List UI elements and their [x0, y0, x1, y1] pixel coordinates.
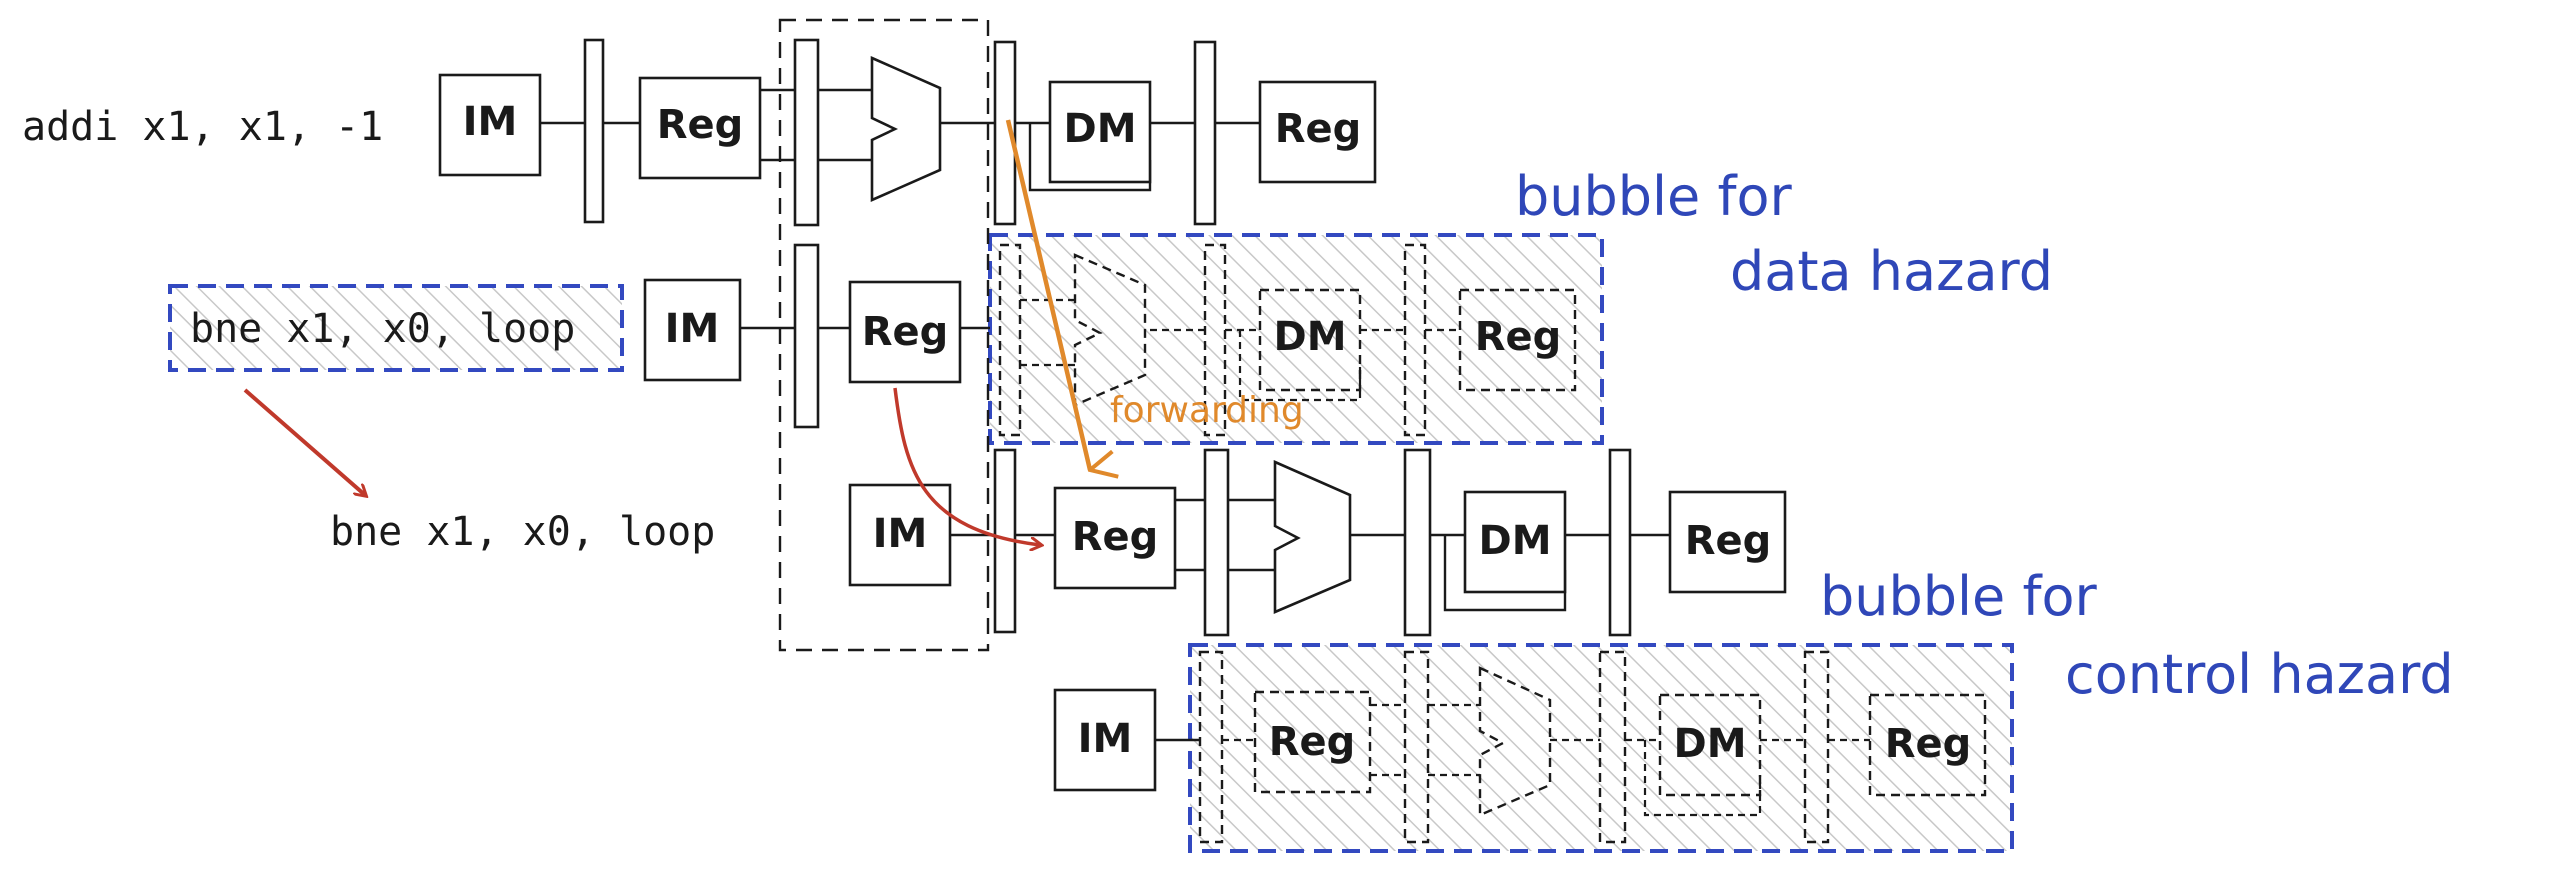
row2-bubble-reg	[1458, 288, 1577, 392]
row2-bubble-dm-label: DM	[1273, 314, 1346, 360]
row2-bubble-alu	[1073, 253, 1147, 407]
row1-im	[438, 73, 542, 177]
row3-im	[848, 483, 952, 587]
row2-reg-read	[848, 280, 962, 384]
row3-reg-label: Reg	[1072, 514, 1159, 560]
row4-bubble-latch-2	[1403, 650, 1430, 844]
forwarding-arrow	[1005, 119, 1090, 470]
row4-bubble-reg-write	[1868, 693, 1987, 797]
row3-dm	[1463, 490, 1567, 594]
data-hazard-bubble-area	[988, 233, 1604, 445]
row4-bubble-latch-4	[1803, 650, 1830, 844]
row1-reg-read	[638, 76, 762, 180]
row4-im	[1053, 688, 1157, 792]
branch-dependency-arrow	[893, 387, 1040, 545]
row4-im-label: IM	[1078, 716, 1133, 762]
row3-id-ex-latch	[1203, 448, 1230, 637]
row4-bubble-reg-label: Reg	[1269, 719, 1356, 765]
row1-ex-mem-latch	[993, 40, 1017, 226]
row1-alu	[870, 56, 942, 202]
row4-bubble-latch-3	[1598, 650, 1627, 844]
row1-reg-label: Reg	[657, 102, 744, 148]
instruction-addi: addi x1, x1, -1	[22, 104, 383, 150]
row4-bubble-reg-read	[1253, 690, 1372, 794]
forwarding-label: forwarding	[1110, 390, 1304, 431]
row2-bubble-reg-label: Reg	[1475, 314, 1562, 360]
row3-reg-write	[1668, 490, 1787, 594]
row3-alu	[1273, 460, 1352, 614]
row2-reg-label: Reg	[862, 309, 949, 355]
instruction-bne-bubbled: bne x1, x0, loop	[190, 306, 575, 352]
row2-im-label: IM	[665, 306, 720, 352]
row2-im	[643, 278, 742, 382]
instruction-bubble-area	[168, 284, 624, 372]
row4-bubble-alu	[1478, 666, 1552, 817]
row1-im-label: IM	[463, 99, 518, 145]
row3-regw-label: Reg	[1685, 518, 1772, 564]
row3-mem-wb-latch	[1608, 448, 1632, 637]
data-hazard-note-line1: bubble for	[1515, 165, 1792, 228]
row3-reg-read	[1053, 486, 1177, 590]
row3-pipeline	[848, 448, 1787, 637]
row4-pipeline	[1053, 650, 1987, 844]
control-hazard-note-line1: bubble for	[1820, 565, 2097, 628]
row1-dm	[1048, 80, 1152, 184]
row4-bubble-dm	[1658, 693, 1762, 797]
row1-if-id-latch	[583, 38, 605, 224]
row1-dm-label: DM	[1063, 106, 1136, 152]
row2-if-id-latch	[793, 243, 820, 429]
row4-bubble-regw-label: Reg	[1885, 721, 1972, 767]
row1-regw-label: Reg	[1275, 106, 1362, 152]
row3-dm-label: DM	[1478, 518, 1551, 564]
row3-im-label: IM	[873, 511, 928, 557]
control-hazard-note-line2: control hazard	[2065, 643, 2454, 706]
row2-pipeline	[643, 243, 1577, 437]
row3-ex-mem-latch	[1403, 448, 1432, 637]
row4-bubble-dm-label: DM	[1673, 721, 1746, 767]
fetch-decode-region	[778, 18, 990, 652]
row1-id-ex-latch	[793, 38, 820, 227]
row2-bubble-dm	[1258, 288, 1362, 392]
row1-pipeline	[438, 38, 1377, 227]
bubble-to-bne-arrow	[243, 388, 365, 495]
data-hazard-note-line2: data hazard	[1730, 240, 2053, 303]
row1-mem-wb-latch	[1193, 40, 1217, 226]
row1-reg-write	[1258, 80, 1377, 184]
instruction-bne: bne x1, x0, loop	[330, 509, 715, 555]
